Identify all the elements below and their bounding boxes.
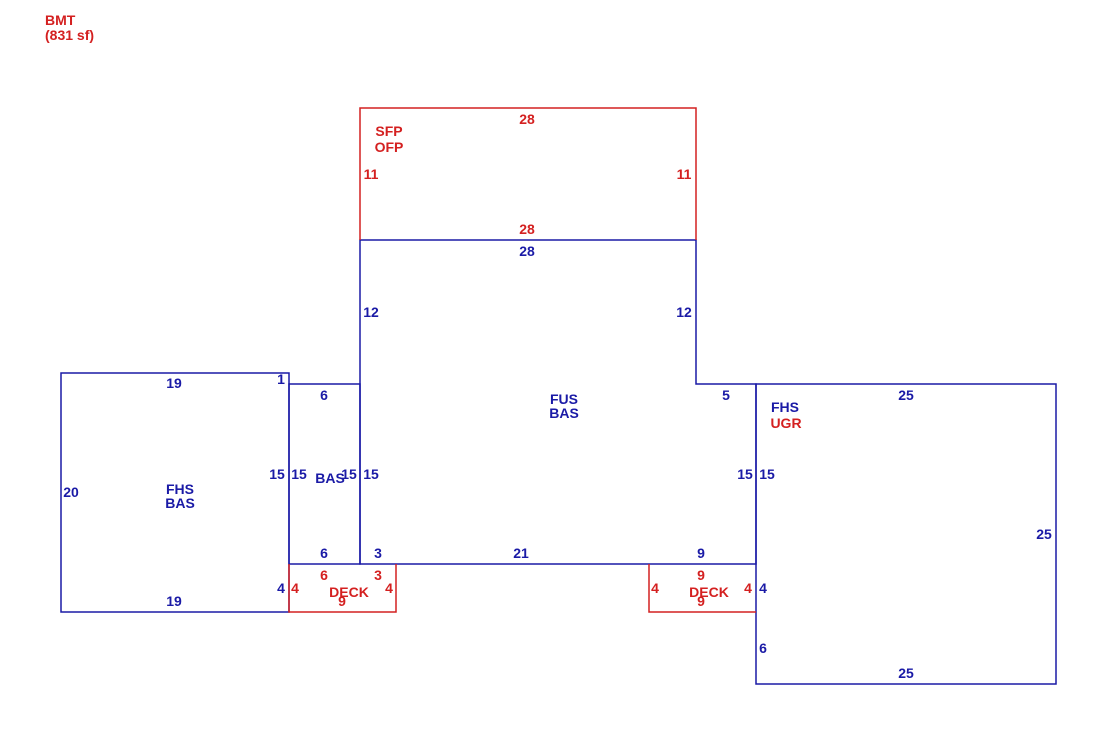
dim-label: 9 bbox=[338, 593, 346, 609]
fus-label-1: FUS bbox=[550, 391, 578, 407]
dim-label: 25 bbox=[898, 665, 914, 681]
dim-label: 19 bbox=[166, 593, 182, 609]
right-label-1: FHS bbox=[771, 399, 799, 415]
header-label: BMT bbox=[45, 12, 76, 28]
dim-label: 4 bbox=[385, 580, 393, 596]
right-label-2: UGR bbox=[770, 415, 801, 431]
dim-label: 9 bbox=[697, 593, 705, 609]
dim-label: 9 bbox=[697, 567, 705, 583]
dim-label: 3 bbox=[374, 567, 382, 583]
dim-label: 11 bbox=[364, 166, 379, 182]
deck-right-label: DECK bbox=[689, 584, 729, 600]
dim-label: 5 bbox=[722, 387, 730, 403]
dim-label: 15 bbox=[291, 466, 307, 482]
area-sfp-ofp bbox=[359, 107, 697, 240]
dim-label: 15 bbox=[737, 466, 753, 482]
left-label-1: FHS bbox=[166, 481, 194, 497]
area-deck-left bbox=[288, 564, 397, 613]
dim-label: 6 bbox=[320, 567, 328, 583]
deck-left-label: DECK bbox=[329, 584, 369, 600]
dim-label: 4 bbox=[291, 580, 299, 596]
dim-label: 28 bbox=[519, 221, 535, 237]
dim-label: 15 bbox=[341, 466, 357, 482]
dim-label: 12 bbox=[676, 304, 692, 320]
dim-label: 28 bbox=[519, 243, 535, 259]
dim-label: 28 bbox=[519, 111, 535, 127]
sfp-label-2: OFP bbox=[375, 139, 404, 155]
area-deck-right bbox=[648, 564, 756, 613]
dim-label: 25 bbox=[898, 387, 914, 403]
fus-label-2: BAS bbox=[549, 405, 579, 421]
dim-label: 3 bbox=[374, 545, 382, 561]
dim-label: 15 bbox=[759, 466, 775, 482]
dim-label: 25 bbox=[1036, 526, 1052, 542]
header-area: (831 sf) bbox=[45, 27, 95, 43]
dim-label: 21 bbox=[513, 545, 529, 561]
sketch-header: BMT (831 sf) bbox=[45, 13, 94, 43]
dim-label: 11 bbox=[677, 166, 692, 182]
dim-label: 19 bbox=[166, 375, 182, 391]
dim-label: 15 bbox=[269, 466, 285, 482]
sfp-label-1: SFP bbox=[375, 123, 402, 139]
dim-label: 4 bbox=[277, 580, 285, 596]
dim-label: 20 bbox=[63, 484, 79, 500]
dim-label: 4 bbox=[759, 580, 767, 596]
dim-label: 15 bbox=[363, 466, 379, 482]
left-label-2: BAS bbox=[165, 495, 195, 511]
dim-label: 6 bbox=[320, 545, 328, 561]
dim-label: 6 bbox=[320, 387, 328, 403]
dim-label: 4 bbox=[744, 580, 752, 596]
dim-label: 12 bbox=[363, 304, 379, 320]
small-label-1: BAS bbox=[315, 470, 345, 486]
area-right-fhs bbox=[755, 383, 1057, 685]
dim-label: 6 bbox=[759, 640, 767, 656]
dim-label: 1 bbox=[277, 371, 285, 387]
dim-label: 4 bbox=[651, 580, 659, 596]
dim-label: 9 bbox=[697, 545, 705, 561]
